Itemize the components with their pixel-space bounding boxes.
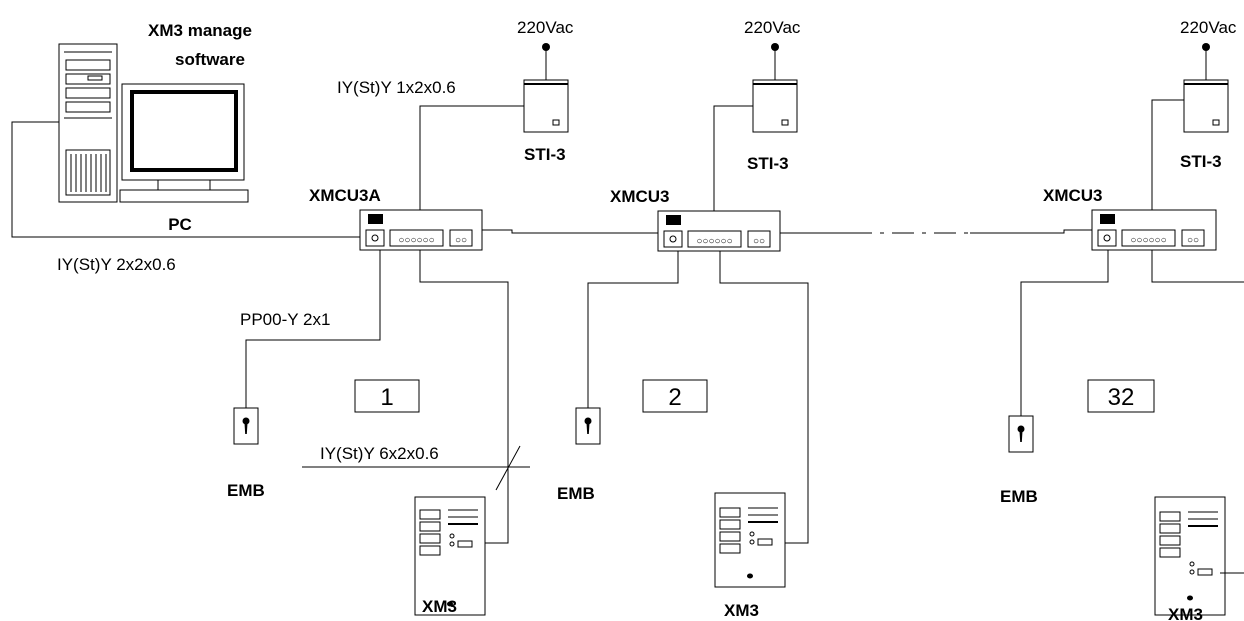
xm3-cable-1: [419, 250, 509, 544]
zone-number-2: 2: [668, 384, 681, 411]
emb-label-2: EMB: [557, 484, 595, 503]
emb-label-3: EMB: [1000, 487, 1038, 506]
pc-computer: [58, 43, 249, 203]
bus-cable-2-3b: [970, 229, 1092, 234]
controller-1-label: XMCU3A: [309, 186, 381, 205]
xm3-label-3: XM3: [1168, 605, 1203, 621]
power-supply-1-voltage: 220Vac: [517, 18, 574, 37]
emb-label-1: EMB: [227, 481, 265, 500]
bus-cable-1-2: [482, 229, 658, 234]
zone-box-32: [1087, 379, 1155, 413]
controller-2-label: XMCU3: [610, 187, 670, 206]
emb-unit-3: [1008, 415, 1034, 453]
emb-cable-1: [245, 250, 381, 408]
power-supply-3-label: STI-3: [1180, 152, 1222, 171]
psu-feed-cable-label: IY(St)Y 1x2x0.6: [337, 78, 456, 97]
svg-text:○○○○○○: ○○○○○○: [398, 235, 434, 246]
svg-text:○○: ○○: [1187, 235, 1199, 246]
psu-feed-3: [1151, 99, 1184, 210]
emb-unit-2: [575, 407, 601, 445]
svg-text:○○○○○○: ○○○○○○: [1130, 235, 1166, 246]
pc-label: PC: [168, 215, 192, 234]
controller-3: ○○○○○○ ○○: [1091, 209, 1217, 251]
svg-text:○○: ○○: [455, 235, 467, 246]
power-supply-3-voltage: 220Vac: [1180, 18, 1237, 37]
psu-feed-2: [713, 105, 753, 211]
svg-text:○○○○○○: ○○○○○○: [696, 236, 732, 247]
zone-number-32: 32: [1108, 384, 1135, 411]
pc-bus-cable: [11, 121, 360, 238]
emb-cable-label: PP00-Y 2x1: [240, 310, 330, 329]
xm3-label-2: XM3: [724, 601, 759, 620]
pc-bus-cable-label: IY(St)Y 2x2x0.6: [57, 255, 176, 274]
controller-2: ○○○○○○ ○○: [657, 210, 781, 252]
power-supply-1: [523, 43, 569, 133]
power-supply-2-label: STI-3: [747, 154, 789, 173]
xm3-unit-2: [714, 492, 786, 588]
emb-cable-3: [1020, 250, 1109, 416]
controller-1: ○○○○○○ ○○: [359, 209, 483, 251]
xm3-label-1: XM3: [422, 597, 457, 616]
emb-unit-1: [233, 407, 259, 445]
zone-box-1: [354, 379, 420, 413]
power-supply-3: [1183, 43, 1229, 133]
xm3-cable-2: [719, 251, 809, 544]
zone-box-2: [642, 379, 708, 413]
software-label-line1: XM3 manage: [148, 21, 252, 40]
svg-text:○○: ○○: [753, 236, 765, 247]
software-label-line2: software: [175, 50, 245, 69]
xm3-cable-slash: [495, 445, 521, 491]
xm3-unit-1: [414, 496, 486, 616]
power-supply-2-voltage: 220Vac: [744, 18, 801, 37]
power-supply-1-label: STI-3: [524, 145, 566, 164]
zone-number-1: 1: [380, 384, 393, 411]
controller-3-label: XMCU3: [1043, 186, 1103, 205]
xm3-cable-3: [1151, 250, 1244, 283]
emb-cable-2: [587, 251, 679, 408]
xm3-unit-3: [1154, 496, 1226, 616]
power-supply-2: [752, 43, 798, 133]
psu-feed-1: [419, 105, 524, 210]
xm3-cable-label: IY(St)Y 6x2x0.6: [320, 444, 439, 463]
